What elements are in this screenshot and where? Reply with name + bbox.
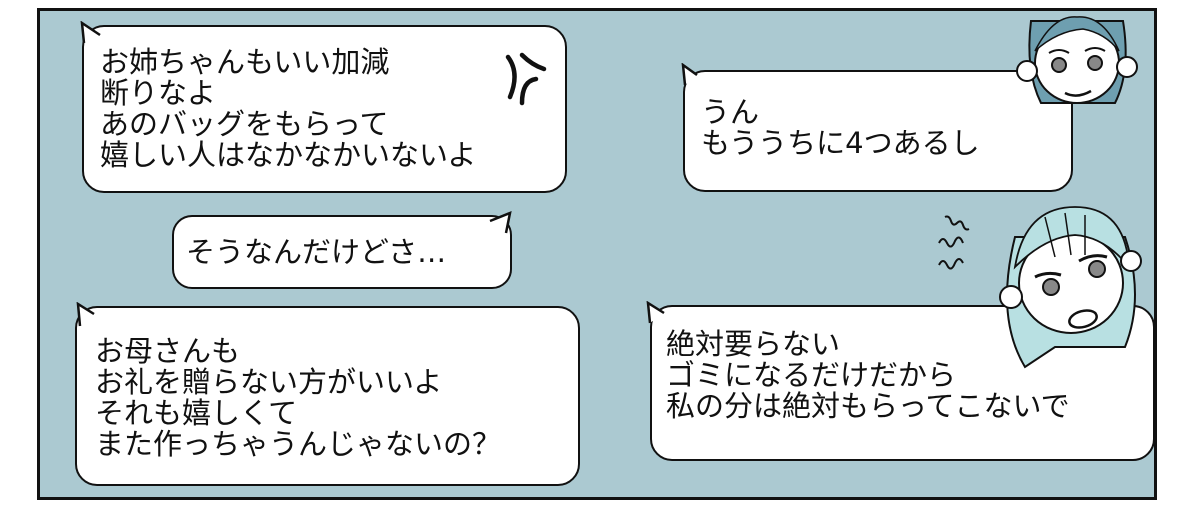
comic-panel: お姉ちゃんもいい加減 断りなよ あのバッグをもらって 嬉しい人はなかなかいないよ… <box>37 8 1157 500</box>
bubble-tail <box>646 301 665 324</box>
bubble-text: お母さんも お礼を贈らない方がいいよ それも嬉しくて また作っちゃうんじゃないの… <box>95 334 502 461</box>
bubble-text: 絶対要らない ゴミになるだけだから 私の分は絶対もらってこないで <box>666 327 1070 423</box>
mother-character-illustration <box>1016 16 1138 104</box>
bubble-tail <box>76 302 95 327</box>
bubble-text: そうなんだけどさ… <box>186 235 447 269</box>
bubble-text: お姉ちゃんもいい加減 断りなよ あのバッグをもらって 嬉しい人はなかなかいないよ <box>100 45 477 172</box>
speech-bubble-2: そうなんだけどさ… <box>172 215 512 289</box>
speech-bubble-4: うん もううちに4つあるし <box>683 70 1073 192</box>
sister-character-illustration <box>999 206 1142 369</box>
bubble-tail <box>681 63 698 86</box>
speech-bubble-3: お母さんも お礼を贈らない方がいいよ それも嬉しくて また作っちゃうんじゃないの… <box>75 306 580 486</box>
speech-bubble-1: お姉ちゃんもいい加減 断りなよ あのバッグをもらって 嬉しい人はなかなかいないよ <box>82 25 567 193</box>
bubble-tail <box>489 211 512 234</box>
anger-mark-icon <box>505 52 547 106</box>
bubble-tail <box>80 21 101 44</box>
bubble-text: うん もううちに4つあるし <box>701 95 980 160</box>
irritation-squiggle-icon <box>938 215 970 270</box>
